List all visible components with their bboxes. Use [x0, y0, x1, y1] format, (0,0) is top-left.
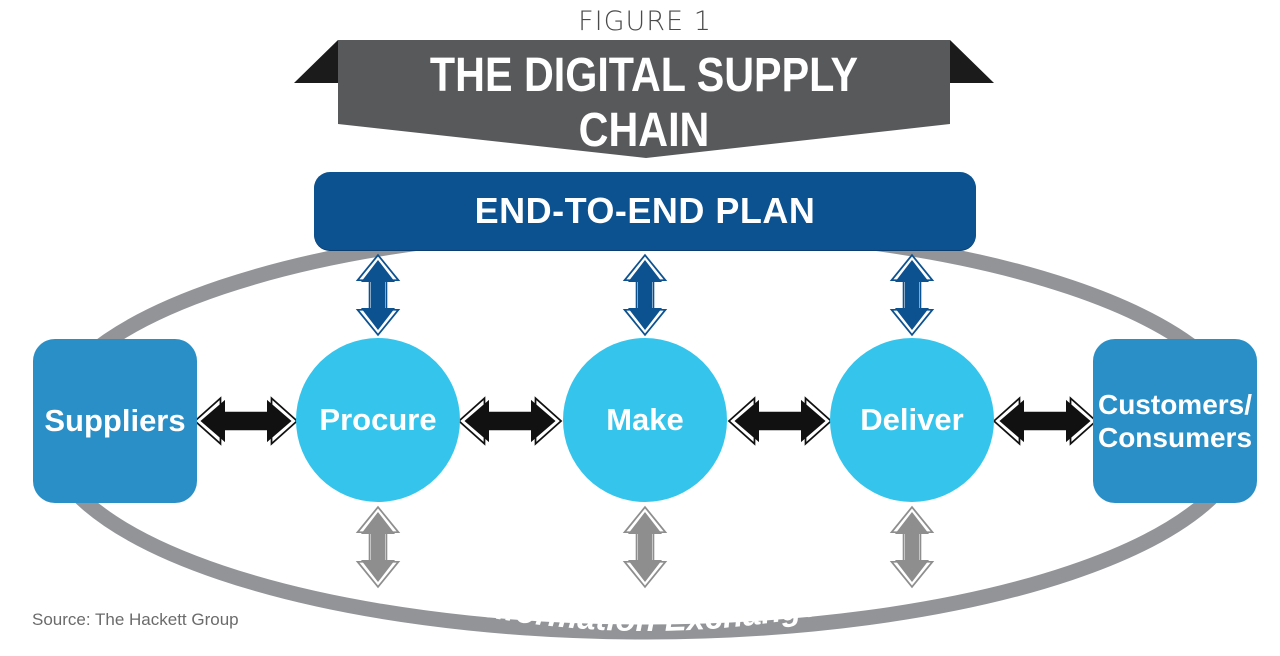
arrow-suppliers-procure — [193, 396, 299, 446]
customers-label-line2: Consumers — [1097, 422, 1253, 453]
stage-deliver: Deliver — [830, 338, 994, 502]
source-credit: Source: The Hackett Group — [32, 610, 239, 629]
arrow-make-info — [622, 505, 668, 589]
stage-deliver-label: Deliver — [860, 402, 964, 437]
stage-procure-label: Procure — [319, 402, 437, 437]
customers-box: Customers/ Consumers — [1093, 339, 1257, 503]
figure-label: FIGURE 1 — [578, 6, 712, 37]
arrow-procure-make — [457, 396, 563, 446]
suppliers-label: Suppliers — [44, 403, 186, 438]
banner-right-wing — [950, 40, 994, 83]
customers-label-line1: Customers/ — [1097, 389, 1253, 420]
stage-procure: Procure — [296, 338, 460, 502]
end-to-end-plan-label: END-TO-END PLAN — [474, 190, 816, 231]
arrow-deliver-info — [889, 505, 935, 589]
arrow-plan-make — [622, 253, 668, 337]
suppliers-box: Suppliers — [33, 339, 197, 503]
arrow-deliver-customers — [992, 396, 1098, 446]
banner-shape — [338, 40, 950, 158]
arrow-plan-deliver — [889, 253, 935, 337]
banner-title: THE DIGITAL SUPPLY CHAIN — [429, 49, 859, 157]
banner-left-wing — [294, 40, 338, 83]
stage-make-label: Make — [606, 402, 684, 437]
end-to-end-plan-box: END-TO-END PLAN — [314, 172, 976, 250]
stage-make: Make — [563, 338, 727, 502]
arrow-plan-procure — [355, 253, 401, 337]
arrow-make-deliver — [727, 396, 833, 446]
arrow-procure-info — [355, 505, 401, 589]
